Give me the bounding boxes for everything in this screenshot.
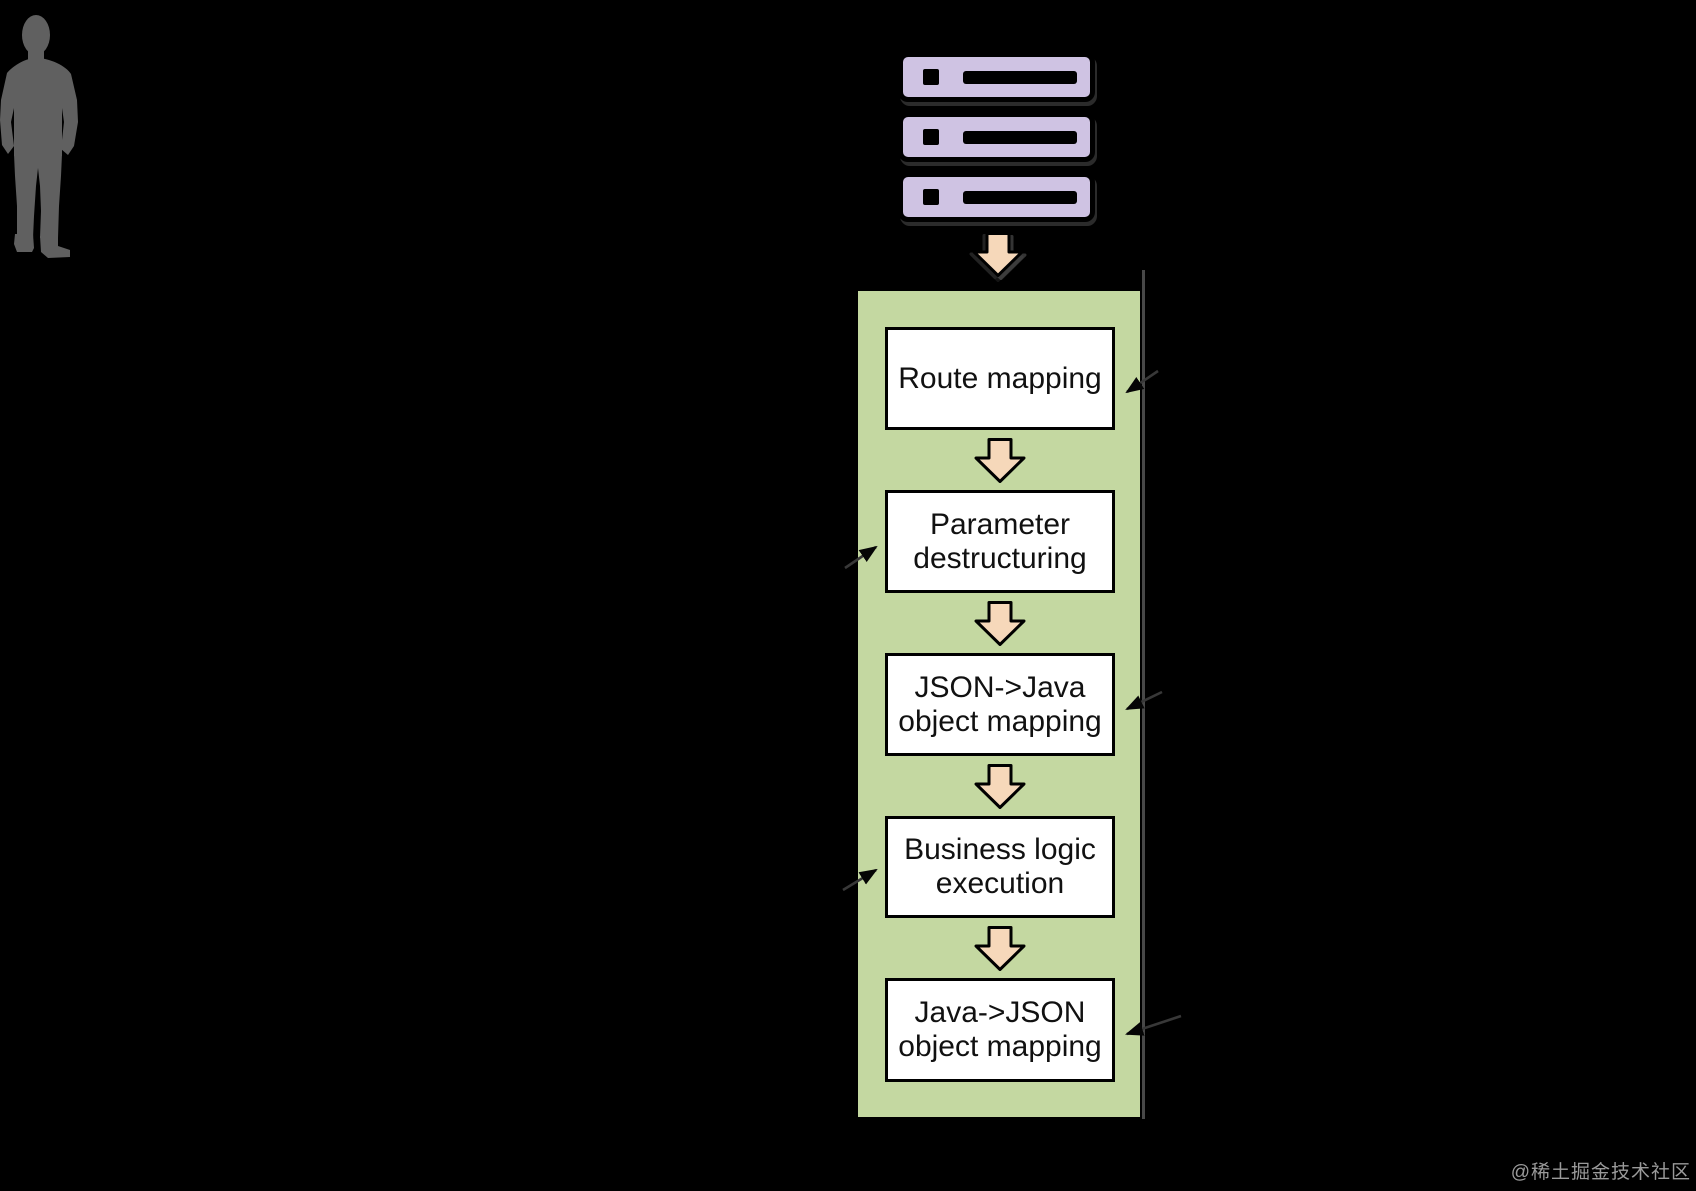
down-arrow-icon [974, 764, 1026, 809]
flow-step-parameter-destructuring: Parameter destructuring [885, 490, 1115, 593]
flow-step-business-logic: Business logic execution [885, 816, 1115, 918]
flow-step-label: JSON->Java [914, 670, 1086, 704]
flow-step-label: object mapping [898, 704, 1102, 738]
server-slot-icon [963, 130, 1077, 144]
server-led-icon [923, 189, 939, 205]
down-arrow-icon [972, 232, 1024, 277]
server-row [898, 172, 1095, 222]
server-row [898, 112, 1095, 162]
panel-shadow-line [1142, 270, 1145, 1119]
down-arrow-icon [974, 926, 1026, 971]
down-arrow-icon [974, 601, 1026, 646]
server-led-icon [923, 69, 939, 85]
flow-step-label: execution [935, 867, 1065, 900]
flow-step-label: Java->JSON [914, 996, 1086, 1029]
flow-step-route-mapping: Route mapping [885, 327, 1115, 430]
flow-step-java-to-json: Java->JSON object mapping [885, 978, 1115, 1082]
flow-step-label: Business logic [904, 833, 1096, 866]
watermark: @稀土掘金技术社区 [1510, 1162, 1691, 1183]
person-silhouette-icon [0, 15, 78, 258]
flow-step-label: Parameter [929, 507, 1071, 541]
server-led-icon [923, 129, 939, 145]
flow-step-label: object mapping [898, 1030, 1102, 1063]
down-arrow-icon [974, 438, 1026, 483]
flow-step-label: destructuring [913, 541, 1087, 575]
server-stack-icon [898, 52, 1095, 232]
server-row [898, 52, 1095, 102]
server-slot-icon [963, 190, 1077, 204]
server-slot-icon [963, 70, 1077, 84]
flow-step-json-to-java: JSON->Java object mapping [885, 653, 1115, 756]
flow-step-label: Route mapping [898, 361, 1102, 395]
pipeline-panel: Route mapping Parameter destructuring JS… [858, 270, 1145, 1119]
